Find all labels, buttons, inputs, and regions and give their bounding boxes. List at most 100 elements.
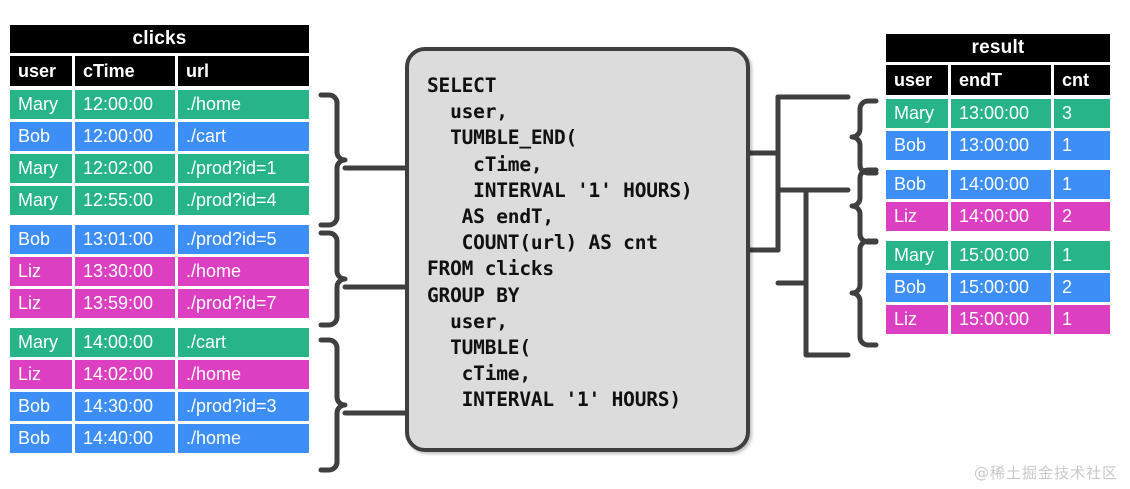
clicks-column-header-url: url [178,56,309,86]
table-cell: Bob [10,225,72,254]
table-cell: Mary [10,154,72,183]
table-cell: ./prod?id=5 [178,225,309,254]
clicks-column-header-user: user [10,56,72,86]
table-cell: 12:00:00 [75,122,175,151]
table-cell: Bob [10,424,72,453]
clicks-table-title: clicks [10,25,309,53]
input-bracket-1 [318,92,348,228]
table-cell: 14:00:00 [951,202,1051,231]
table-cell: 14:00:00 [951,170,1051,199]
table-cell: Mary [10,90,72,119]
table-cell: Bob [886,170,948,199]
table-cell: 15:00:00 [951,241,1051,270]
table-cell: 2 [1054,202,1110,231]
clicks-header-row: user cTime url [10,56,309,86]
table-cell: Liz [886,305,948,334]
input-bracket-2 [318,230,348,328]
sql-query-box: SELECT user, TUMBLE_END( cTime, INTERVAL… [405,47,750,452]
table-cell: ./cart [178,328,309,357]
table-cell: ./home [178,360,309,389]
table-cell: Liz [10,289,72,318]
table-cell: Mary [10,186,72,215]
table-cell: ./home [178,90,309,119]
table-cell: 14:00:00 [75,328,175,357]
table-cell: 12:55:00 [75,186,175,215]
output-trunk-top [747,94,781,156]
table-cell: 1 [1054,305,1110,334]
table-cell: 14:02:00 [75,360,175,389]
table-cell: 13:00:00 [951,131,1051,160]
table-cell: 3 [1054,99,1110,128]
table-cell: 15:00:00 [951,273,1051,302]
table-cell: ./prod?id=3 [178,392,309,421]
table-cell: 15:00:00 [951,305,1051,334]
table-cell: Mary [886,241,948,270]
result-column-header-cnt: cnt [1054,65,1110,95]
table-cell: Liz [886,202,948,231]
table-cell: Liz [10,257,72,286]
input-bracket-3 [318,337,348,473]
table-cell: ./prod?id=1 [178,154,309,183]
result-column-header-endt: endT [951,65,1051,95]
output-bracket-3 [849,238,879,348]
table-cell: Mary [10,328,72,357]
table-cell: 13:01:00 [75,225,175,254]
table-cell: Mary [886,99,948,128]
watermark-text: @稀土掘金技术社区 [973,464,1118,482]
table-cell: 14:30:00 [75,392,175,421]
table-cell: ./prod?id=7 [178,289,309,318]
table-cell: ./prod?id=4 [178,186,309,215]
table-cell: Bob [10,122,72,151]
table-cell: 1 [1054,241,1110,270]
result-table-title: result [886,34,1110,62]
table-cell: Bob [886,273,948,302]
table-cell: 12:02:00 [75,154,175,183]
table-cell: ./cart [178,122,309,151]
table-cell: Liz [10,360,72,389]
clicks-column-header-ctime: cTime [75,56,175,86]
result-column-header-user: user [886,65,948,95]
table-cell: ./home [178,424,309,453]
table-cell: 1 [1054,131,1110,160]
table-cell: 14:40:00 [75,424,175,453]
output-wire-3 [803,280,851,358]
output-bracket-1 [849,98,879,176]
table-cell: ./home [178,257,309,286]
table-cell: 2 [1054,273,1110,302]
table-cell: Bob [10,392,72,421]
table-cell: 13:59:00 [75,289,175,318]
sql-query-text: SELECT user, TUMBLE_END( cTime, INTERVAL… [427,74,693,412]
table-cell: 13:00:00 [951,99,1051,128]
table-cell: 13:30:00 [75,257,175,286]
table-cell: 12:00:00 [75,90,175,119]
